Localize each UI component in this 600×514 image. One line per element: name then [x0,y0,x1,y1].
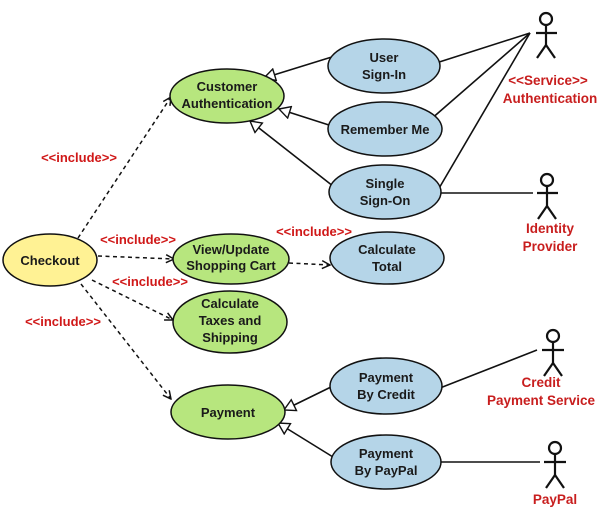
svg-text:Payment Service: Payment Service [487,393,596,408]
svg-text:Shipping: Shipping [202,330,258,345]
use-case-payment-by-paypal[interactable]: Payment By PayPal [330,434,442,490]
use-case-remember-me[interactable]: Remember Me [327,101,443,157]
stick-figure-icon [537,172,558,220]
generalization-arrows [250,55,339,458]
svg-text:Single: Single [365,176,404,191]
use-case-view-update-shopping-cart[interactable]: View/Update Shopping Cart [172,233,290,285]
svg-text:Provider: Provider [523,239,579,254]
use-case-payment[interactable]: Payment [170,384,286,440]
stick-figure-icon [536,11,557,59]
use-case-calculate-total[interactable]: Calculate Total [329,231,445,285]
include-label-auth: <<include>> [41,150,117,165]
use-case-user-sign-in[interactable]: User Sign-In [327,38,441,94]
svg-text:Payment: Payment [201,405,256,420]
svg-text:Calculate: Calculate [201,296,259,311]
actor-identity-provider[interactable]: Identity Provider [523,172,579,254]
svg-text:<<Service>>: <<Service>> [508,73,588,88]
include-labels: <<include>> <<include>> <<include>> <<in… [25,150,352,329]
actor-credit-payment-service[interactable]: Credit Payment Service [487,328,596,408]
svg-text:Credit: Credit [521,375,561,390]
svg-text:Total: Total [372,259,402,274]
svg-text:Shopping Cart: Shopping Cart [186,258,276,273]
svg-text:Identity: Identity [526,221,574,236]
svg-text:Payment: Payment [359,446,414,461]
svg-text:PayPal: PayPal [533,492,577,507]
svg-text:Authentication: Authentication [503,91,598,106]
use-case-single-sign-on[interactable]: Single Sign-On [328,164,442,220]
actor-authentication-service[interactable]: <<Service>> Authentication [503,11,598,106]
svg-text:User: User [370,50,399,65]
svg-text:View/Update: View/Update [192,242,269,257]
svg-text:By PayPal: By PayPal [355,463,418,478]
actor-paypal[interactable]: PayPal [533,440,577,507]
svg-text:Taxes and: Taxes and [199,313,262,328]
stick-figure-icon [544,440,566,489]
use-case-calculate-taxes-shipping[interactable]: Calculate Taxes and Shipping [172,290,288,354]
use-case-checkout[interactable]: Checkout [2,233,98,287]
svg-text:Remember Me: Remember Me [341,122,430,137]
use-case-payment-by-credit[interactable]: Payment By Credit [329,357,443,415]
svg-text:Payment: Payment [359,370,414,385]
stick-figure-icon [542,328,564,377]
svg-text:Authentication: Authentication [182,96,273,111]
svg-text:Sign-In: Sign-In [362,67,406,82]
svg-text:Checkout: Checkout [20,253,80,268]
actor-associations [429,32,540,463]
svg-text:Sign-On: Sign-On [360,193,411,208]
svg-text:Calculate: Calculate [358,242,416,257]
svg-text:Customer: Customer [197,79,258,94]
include-arrows [77,97,330,399]
include-label-payment: <<include>> [25,314,101,329]
use-case-customer-authentication[interactable]: Customer Authentication [169,68,285,124]
svg-text:By Credit: By Credit [357,387,415,402]
include-label-cart: <<include>> [100,232,176,247]
include-label-total: <<include>> [276,224,352,239]
include-label-taxes: <<include>> [112,274,188,289]
